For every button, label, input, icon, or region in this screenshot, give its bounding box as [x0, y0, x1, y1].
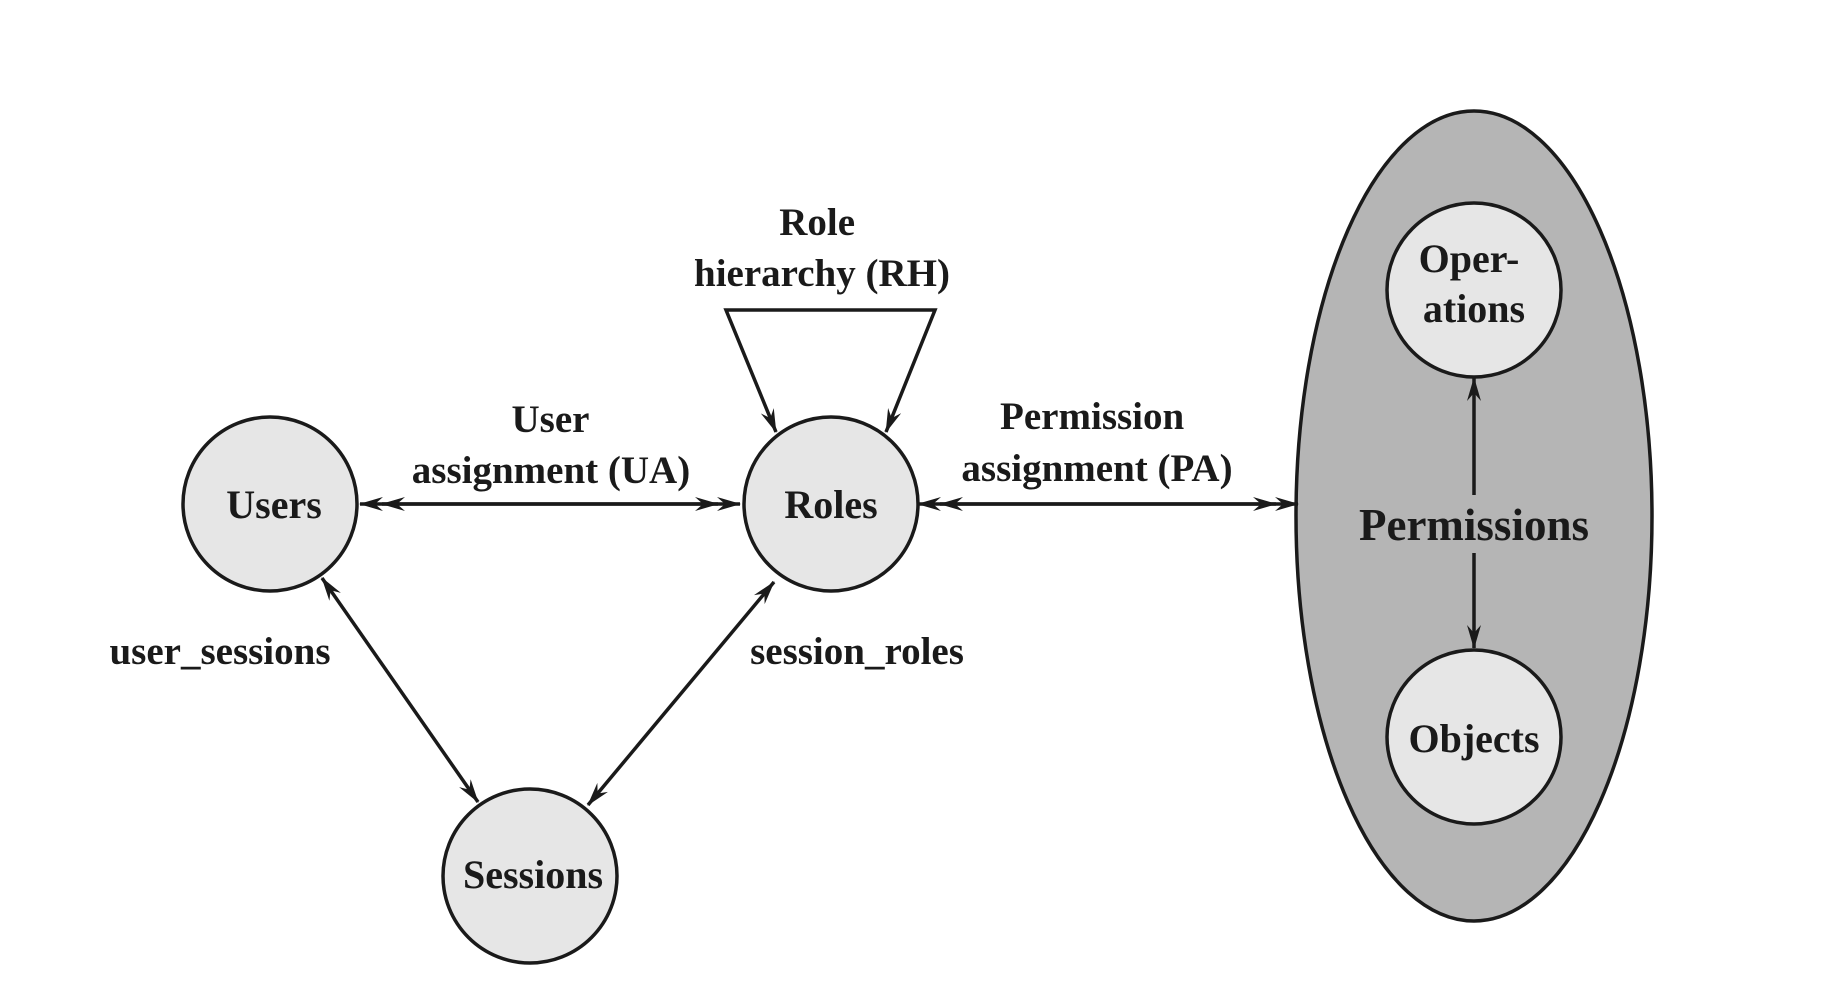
- permissions-label: Permissions: [1359, 500, 1589, 550]
- users-label: Users: [226, 482, 322, 527]
- session-roles-edge: [586, 580, 776, 807]
- session-roles-label: session_roles: [750, 630, 964, 673]
- role-hierarchy-edge-left: [723, 308, 850, 433]
- user-sessions-edge: [320, 576, 480, 804]
- permission-assignment-label: Permission assignment (PA): [961, 395, 1232, 490]
- role-hierarchy-edge-right: [850, 308, 938, 433]
- user-assignment-label: User assignment (UA): [412, 398, 690, 492]
- user-sessions-label: user_sessions: [109, 630, 330, 673]
- objects-node: [1385, 648, 1563, 826]
- roles-node: [742, 415, 920, 593]
- sessions-label: Sessions: [463, 852, 603, 897]
- operations-label: Oper- ations: [1419, 236, 1530, 331]
- users-node: [181, 415, 359, 593]
- roles-label: Roles: [784, 482, 877, 527]
- sessions-node: [441, 787, 619, 965]
- objects-label: Objects: [1408, 716, 1539, 761]
- operations-node: [1385, 201, 1563, 379]
- role-hierarchy-label: Role hierarchy (RH): [694, 201, 950, 295]
- permissions-group: [1294, 109, 1654, 923]
